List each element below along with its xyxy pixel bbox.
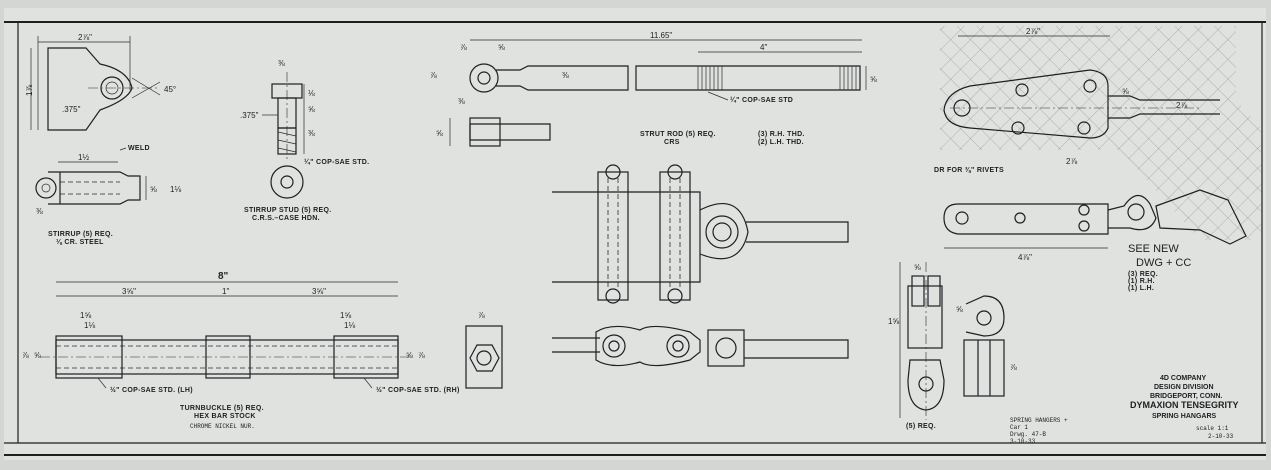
svg-text:⅝: ⅝ (150, 185, 157, 194)
svg-text:⅛: ⅛ (308, 89, 315, 98)
svg-text:⅝: ⅝ (34, 351, 41, 360)
label-thread-c: ¼" COP-SAE STD. (304, 158, 369, 166)
svg-text:1⅛: 1⅛ (344, 321, 355, 330)
svg-text:⅝: ⅝ (406, 351, 413, 360)
dim-four-half: 4⅞" (1018, 253, 1032, 262)
svg-text:⅞: ⅞ (478, 311, 485, 320)
svg-text:⅞: ⅞ (418, 351, 425, 360)
svg-text:⅝: ⅝ (1122, 87, 1129, 96)
label-lh: ½" COP-SAE STD. (LH) (110, 386, 193, 394)
svg-text:⅝: ⅝ (436, 129, 443, 138)
dim-stirrup-width: 2⅞" (78, 33, 92, 42)
svg-text:⅜: ⅜ (458, 97, 465, 106)
label-req-d: (5) REQ. (906, 423, 936, 430)
title-scale: scale 1:1 (1196, 425, 1229, 432)
svg-text:1⅝: 1⅝ (340, 311, 351, 320)
label-turnbuckle-sub2: CHROME NICKEL NUR. (190, 423, 255, 430)
label-strut-sub: CRS (664, 139, 680, 146)
svg-text:2⅞: 2⅞ (1066, 157, 1077, 166)
title-company: 4D COMPANY (1160, 375, 1206, 382)
dim-strut-four: 4" (760, 43, 767, 52)
strut-rod: 11.65" 4" ⅜ ⅝ ¼" COP-SAE STD ⅞ ⅝ ⅜ ⅞ ⅝ S… (430, 31, 877, 147)
label-turnbuckle-sub: HEX BAR STOCK (194, 413, 256, 420)
svg-text:1⅞: 1⅞ (25, 85, 34, 96)
svg-text:⅞: ⅞ (22, 351, 29, 360)
svg-text:⅞: ⅞ (460, 43, 467, 52)
label-req-b: (1) R.H. (1128, 278, 1155, 285)
dim-small-dia: .375" (62, 105, 81, 114)
svg-text:⅜: ⅜ (36, 207, 43, 216)
dim-two-seven: 2⅞" (1026, 27, 1040, 36)
svg-text:1⅝: 1⅝ (80, 311, 91, 320)
label-rh: ½" COP-SAE STD. (RH) (376, 386, 460, 394)
title-date: 2-10-33 (1208, 433, 1234, 440)
note-line4: 3-10-33 (1010, 438, 1036, 445)
label-stirrup-sub: ⅛ CR. STEEL (56, 239, 104, 246)
label-stirrup: STIRRUP (5) REQ. (48, 231, 113, 238)
dim-stud-dia: .375" (240, 111, 259, 120)
title-block: 4D COMPANY DESIGN DIVISION BRIDGEPORT, C… (1130, 375, 1239, 440)
svg-text:⅜: ⅜ (562, 71, 569, 80)
dim-left-seg: 3⅝" (122, 287, 136, 296)
dim-eight: 8" (218, 271, 229, 282)
svg-text:1½: 1½ (78, 153, 89, 162)
label-weld: WELD (128, 145, 150, 152)
svg-text:⅝: ⅝ (498, 43, 505, 52)
stirrup-stud: ⅜ .375" ⅛ ⅝ ⅜ ¼" COP-SAE STD. STIRRUP ST… (240, 59, 369, 222)
turnbuckle: 8" 3⅝" 1" 3⅝" 1⅝ 1⅛ 1⅝ 1⅛ ⅞ ⅝ ⅝ ⅞ ½" COP… (22, 271, 503, 430)
svg-text:⅜: ⅜ (308, 129, 315, 138)
svg-text:⅞: ⅞ (1010, 363, 1017, 372)
label-req-c: (1) L.H. (1128, 285, 1154, 292)
title-part: SPRING HANGARS (1152, 413, 1217, 420)
svg-text:⅝: ⅝ (870, 75, 877, 84)
note-line1: SPRING HANGERS + (1010, 417, 1068, 424)
dim-right-seg: 3⅝" (312, 287, 326, 296)
label-strut: STRUT ROD (5) REQ. (640, 131, 716, 138)
label-stirrup-std: STIRRUP STUD (5) REQ. (244, 207, 331, 214)
svg-text:⅞: ⅞ (430, 71, 437, 80)
stirrup-top-view: 2⅞" 45° 1⅞ .375" (25, 33, 176, 131)
label-req-a: (3) REQ. (1128, 271, 1158, 278)
spring-hangar-assembly: 2⅞" 2⅞ ⅝ 2⅞ DR FOR ⅜" RIVETS 4⅞" SEE NEW… (934, 26, 1262, 292)
label-stirrup-std-sub: C.R.S.–CASE HDN. (252, 215, 320, 222)
stirrup-side-view: WELD 1½ ⅝ 1⅛ ⅜ STIRRUP (5) REQ. ⅛ CR. ST… (35, 145, 181, 246)
title-city: BRIDGEPORT, CONN. (1150, 393, 1222, 400)
svg-text:⅝: ⅝ (956, 305, 963, 314)
assembly-view (552, 164, 849, 367)
label-strut-side2: (2) L.H. THD. (758, 139, 804, 146)
clevis-detail: 1⅝ ⅝ ⅝ ⅞ (5) REQ. (888, 262, 1017, 430)
label-thread-a: ¼" COP-SAE STD (730, 96, 793, 104)
svg-text:2⅞: 2⅞ (1176, 101, 1187, 110)
svg-text:⅝: ⅝ (308, 105, 315, 114)
svg-text:1⅛: 1⅛ (84, 321, 95, 330)
strut-threads (697, 66, 857, 90)
drawing-frame (4, 21, 1266, 456)
label-dwg: DWG + CC (1136, 257, 1191, 269)
svg-text:45°: 45° (164, 85, 176, 94)
dim-one: 1" (222, 287, 229, 296)
file-note: SPRING HANGERS + Car 1 Drwg. 47-B 3-10-3… (1010, 417, 1068, 445)
label-drill: DR FOR ⅜" RIVETS (934, 167, 1004, 174)
dim-strut-len: 11.65" (650, 31, 672, 40)
svg-text:1⅛: 1⅛ (170, 185, 181, 194)
svg-text:⅝: ⅝ (914, 263, 921, 272)
title-division: DESIGN DIVISION (1154, 384, 1214, 391)
title-product: DYMAXION TENSEGRITY (1130, 400, 1239, 410)
note-line2: Car 1 (1010, 424, 1028, 431)
label-strut-side: (3) R.H. THD. (758, 131, 805, 138)
svg-text:1⅝: 1⅝ (888, 317, 899, 326)
note-line3: Drwg. 47-B (1010, 431, 1046, 438)
label-turnbuckle: TURNBUCKLE (5) REQ. (180, 405, 264, 412)
svg-text:⅜: ⅜ (278, 59, 285, 68)
label-see-new: SEE NEW (1128, 243, 1179, 255)
